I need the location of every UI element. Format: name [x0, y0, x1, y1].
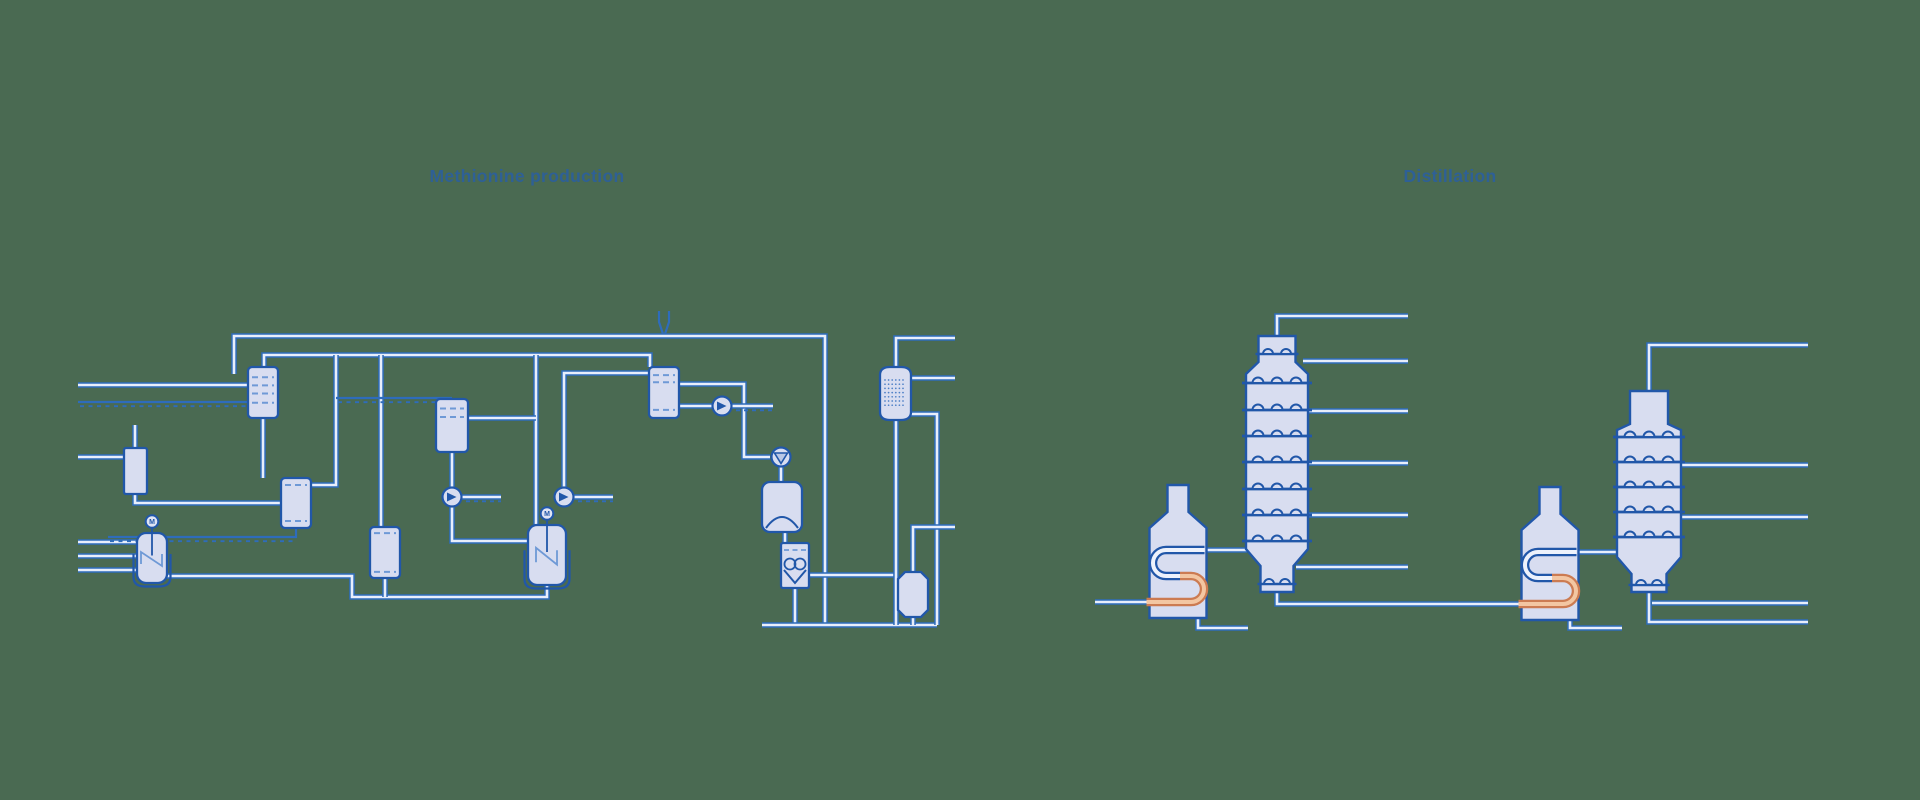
- feed-vessel: [122, 446, 149, 496]
- feed-line-2: [78, 400, 248, 408]
- col2-overhead: [1646, 342, 1808, 391]
- distillation-column-1: [1242, 334, 1312, 594]
- stripper-bottoms: [449, 452, 528, 544]
- ejector-pump-1: [441, 486, 501, 508]
- feed-vessel-outlet: [132, 494, 281, 506]
- col1-bottoms: [1274, 592, 1523, 607]
- ejector-pump-2: [553, 486, 613, 508]
- stirred-reactor-1: M: [132, 514, 172, 588]
- crystallizer-tank: [896, 570, 930, 619]
- reboiler-2: [1518, 485, 1581, 622]
- col2-bottoms: [1646, 592, 1808, 625]
- stripper-top-line: [336, 396, 452, 404]
- drum-riser: [311, 355, 339, 488]
- second-header: [261, 352, 653, 372]
- reactor1-outlet: [167, 573, 550, 600]
- packed-overhead: [893, 335, 955, 367]
- ejector-pump-3: [711, 395, 773, 417]
- separator-vessel: [647, 365, 681, 420]
- crystallizer-top-line: [910, 524, 955, 572]
- reboiler1-bottoms: [1195, 618, 1248, 631]
- methionine-section-title: Methionine production: [429, 166, 625, 186]
- drum-bottoms: [108, 528, 298, 543]
- centrifugal-pump: [770, 446, 792, 468]
- flash-drum: [279, 476, 313, 530]
- separator-out-1: [679, 381, 770, 460]
- col1-overhead: [1274, 313, 1408, 336]
- packed-side-drop: [911, 411, 940, 625]
- motor-label: M: [149, 519, 155, 526]
- reboiler-1: [1146, 483, 1209, 620]
- pump2-riser: [561, 370, 649, 488]
- stirred-reactor-2: M: [523, 506, 571, 590]
- absorber-column: [246, 365, 280, 420]
- distillation-column-2: [1613, 389, 1685, 594]
- packed-column: [878, 365, 913, 422]
- motor-label: M: [544, 511, 550, 518]
- vent-funnel: [657, 311, 671, 335]
- distillation-section-title: Distillation: [1403, 166, 1497, 186]
- buffer-tank: [368, 525, 402, 580]
- reboiler2-bottoms: [1567, 620, 1622, 631]
- product-tank: [760, 480, 804, 534]
- stripper-column: [434, 397, 470, 454]
- overhead-header: [231, 333, 828, 625]
- centrifuge-separator: [779, 541, 811, 590]
